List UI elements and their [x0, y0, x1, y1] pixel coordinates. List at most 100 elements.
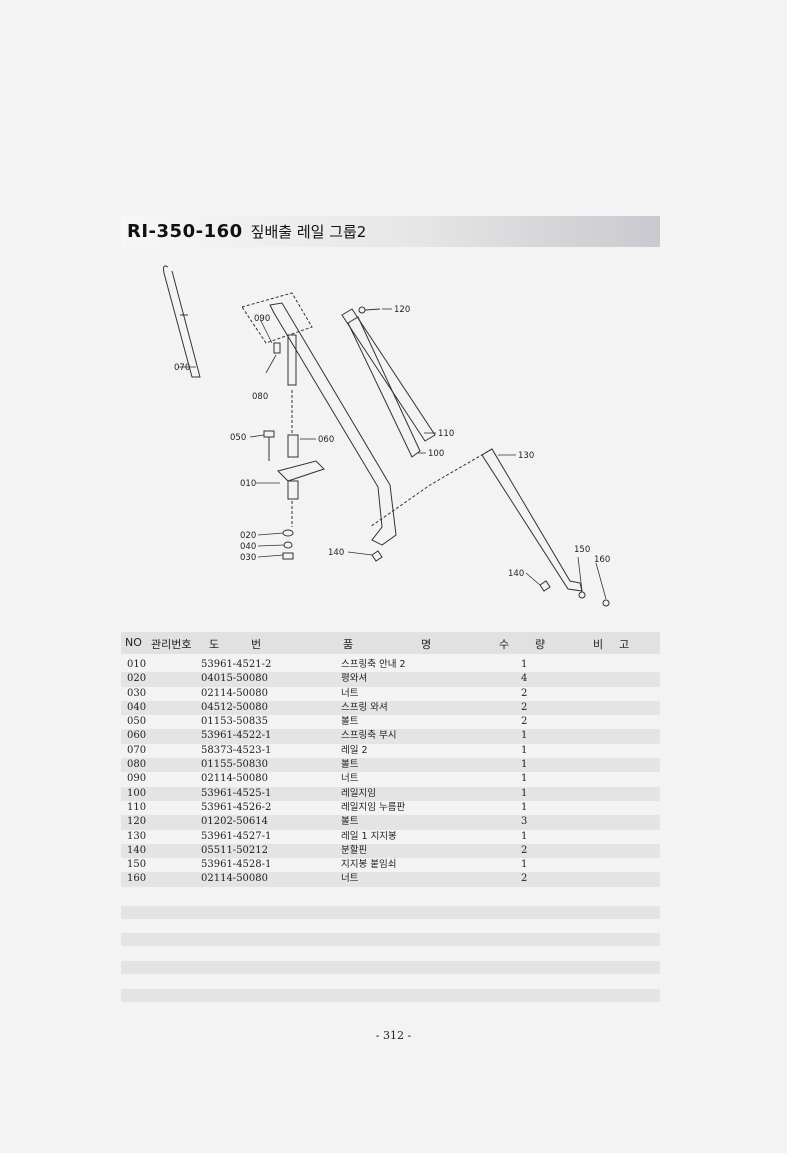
- row-number: 090: [127, 773, 147, 785]
- section-code: RI-350-160: [127, 221, 243, 242]
- header-myeong: 명: [421, 638, 432, 651]
- part-name: 지지봉 붙임쇠: [341, 859, 397, 871]
- table-row: 080 01155-50830 볼트 1: [121, 758, 660, 773]
- part-number: 53961-4527-1: [201, 830, 272, 842]
- row-number: 030: [127, 687, 147, 699]
- part-name: 레일지임: [341, 787, 376, 799]
- part-name: 너트: [341, 773, 359, 785]
- part-number: 53961-4526-2: [201, 801, 272, 813]
- quantity: 4: [521, 673, 528, 685]
- row-number: 160: [127, 873, 147, 885]
- part-number: 01202-50614: [201, 816, 269, 828]
- callout-130: 130: [518, 451, 534, 461]
- quantity: 2: [521, 873, 528, 885]
- callout-080: 080: [252, 392, 268, 402]
- part-name: 스프링 와셔: [341, 701, 388, 713]
- quantity: 1: [521, 801, 528, 813]
- part-number: 05511-50212: [201, 844, 269, 856]
- callout-070: 070: [174, 363, 190, 373]
- row-number: 120: [127, 816, 147, 828]
- table-row: 090 02114-50080 너트 1: [121, 772, 660, 786]
- callout-030: 030: [240, 553, 256, 563]
- part-name: 너트: [341, 687, 359, 699]
- page-number: - 312 -: [375, 1029, 412, 1042]
- row-number: 020: [127, 673, 147, 685]
- row-number: 130: [127, 830, 147, 842]
- callout-040: 040: [240, 542, 256, 552]
- part-number: 53961-4521-2: [201, 659, 272, 670]
- callout-060: 060: [318, 435, 334, 445]
- row-number: 080: [127, 759, 147, 771]
- row-number: 150: [127, 859, 147, 871]
- quantity: 1: [521, 744, 528, 756]
- empty-row-band: [121, 933, 660, 946]
- header-bi: 비: [593, 638, 604, 651]
- table-row: 110 53961-4526-2 레일지임 누름판 1: [121, 801, 660, 815]
- quantity: 1: [521, 859, 528, 871]
- callout-090: 090: [254, 314, 270, 324]
- part-number: 02114-50080: [201, 873, 269, 885]
- part-number: 04015-50080: [201, 673, 269, 685]
- callout-160: 160: [594, 555, 610, 565]
- header-su: 수: [499, 638, 510, 651]
- exploded-parts-diagram: 070 090 080 050 060 010 020 040 030 120 …: [163, 265, 610, 607]
- table-row: 120 01202-50614 볼트 3: [121, 815, 660, 830]
- table-row: 020 04015-50080 평와셔 4: [121, 672, 660, 687]
- header-pum: 품: [343, 638, 354, 651]
- quantity: 1: [521, 773, 528, 785]
- row-number: 060: [127, 730, 147, 742]
- quantity: 1: [521, 759, 528, 771]
- callout-050: 050: [230, 433, 246, 443]
- part-number: 02114-50080: [201, 773, 269, 785]
- quantity: 2: [521, 716, 528, 728]
- callout-120: 120: [394, 305, 410, 315]
- quantity: 2: [521, 687, 528, 699]
- header-no: NO: [125, 636, 142, 649]
- quantity: 1: [521, 830, 528, 842]
- part-name: 레일지임 누름판: [341, 801, 406, 813]
- header-beon: 번: [251, 638, 262, 651]
- row-number: 140: [127, 844, 147, 856]
- part-name: 분할핀: [341, 844, 368, 856]
- callout-020: 020: [240, 531, 256, 541]
- callout-140-b: 140: [508, 569, 524, 579]
- callout-010: 010: [240, 479, 256, 489]
- rail-bar-part: [269, 302, 397, 546]
- header-go: 고: [619, 638, 630, 651]
- quantity: 2: [521, 844, 528, 856]
- callout-140-a: 140: [328, 548, 344, 558]
- callout-110: 110: [438, 429, 454, 439]
- support-rod-part: [481, 448, 583, 592]
- table-row: 030 02114-50080 너트 2: [121, 687, 660, 701]
- part-name: 볼트: [341, 816, 359, 828]
- parts-table-header: NO 관리번호 도 번 품 명 수 량 비 고: [121, 632, 660, 654]
- spring-guide-part: [277, 460, 325, 482]
- row-number: 010: [127, 659, 147, 670]
- quantity: 3: [521, 816, 528, 828]
- part-number: 53961-4522-1: [201, 730, 272, 742]
- part-number: 01155-50830: [201, 759, 269, 771]
- part-name: 볼트: [341, 759, 359, 771]
- header-ryang: 량: [535, 638, 546, 651]
- part-number: 01153-50835: [201, 716, 269, 728]
- part-number: 04512-50080: [201, 701, 269, 713]
- part-name: 레일 1 지지봉: [341, 830, 397, 842]
- rail-plate-part: [341, 308, 436, 442]
- part-name: 평와셔: [341, 673, 368, 685]
- table-row: 140 05511-50212 분할핀 2: [121, 843, 660, 859]
- callout-labels: 070 090 080 050 060 010 020 040 030 120 …: [174, 305, 610, 579]
- table-row: 150 53961-4528-1 지지봉 붙임쇠 1: [121, 858, 660, 872]
- part-number: 58373-4523-1: [201, 744, 272, 756]
- row-number: 070: [127, 744, 147, 756]
- part-number: 53961-4528-1: [201, 859, 272, 871]
- table-row: 130 53961-4527-1 레일 1 지지봉 1: [121, 830, 660, 844]
- row-number: 110: [127, 801, 147, 813]
- part-name: 스프링축 부시: [341, 730, 397, 742]
- rail-2-part: [163, 265, 201, 378]
- part-number: 02114-50080: [201, 687, 269, 699]
